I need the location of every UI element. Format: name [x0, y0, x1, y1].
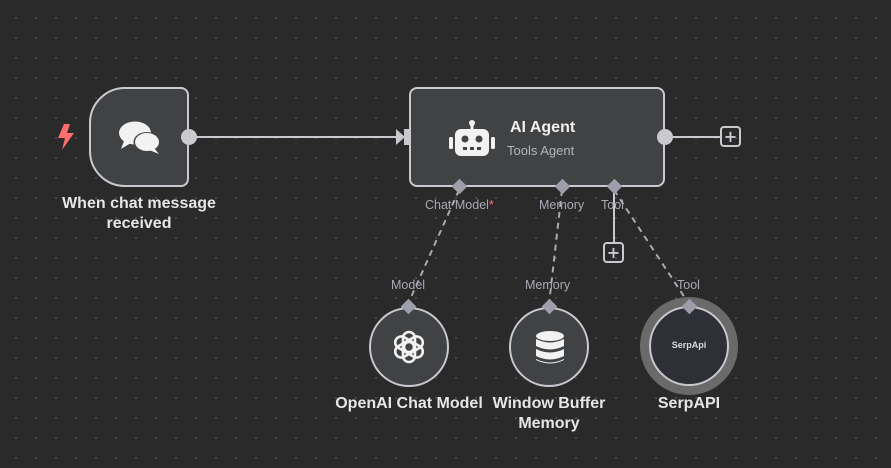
- chat-bubbles-icon: [118, 120, 162, 156]
- trigger-output-handle[interactable]: [181, 129, 197, 145]
- add-node-after-agent-button[interactable]: +: [720, 126, 741, 147]
- database-icon: [535, 330, 565, 366]
- port-chat-model-label: Chat Model*: [425, 198, 494, 212]
- serpapi-node[interactable]: SerpApi: [649, 306, 729, 386]
- trigger-bolt-icon: [58, 124, 74, 150]
- required-marker: *: [488, 198, 494, 212]
- agent-subtitle: Tools Agent: [507, 143, 575, 158]
- agent-title: AI Agent: [510, 119, 576, 136]
- chat-trigger-node[interactable]: [89, 87, 189, 187]
- window-buffer-memory-node[interactable]: [509, 307, 589, 387]
- openai-chat-model-node[interactable]: [369, 307, 449, 387]
- trigger-node-label: When chat message received: [62, 195, 216, 232]
- serpapi-logo: SerpApi: [671, 340, 707, 350]
- openai-node-label: OpenAI Chat Model: [335, 395, 483, 412]
- memory-node-label: Window Buffer Memory: [492, 395, 606, 432]
- connection-tool-dashed[interactable]: [613, 189, 690, 305]
- ai-agent-node[interactable]: AI Agent Tools Agent: [409, 87, 665, 187]
- serpapi-node-label: SerpAPI: [657, 395, 721, 412]
- chat-model-text: Chat Model: [425, 198, 489, 212]
- agent-input-handle[interactable]: [396, 129, 410, 145]
- port-tool-label: Tool: [601, 198, 624, 212]
- serpapi-input-label: Tool: [677, 278, 700, 292]
- add-tool-button[interactable]: +: [603, 242, 624, 263]
- connection-memory-dashed[interactable]: [548, 189, 563, 305]
- agent-output-handle[interactable]: [657, 129, 673, 145]
- port-memory-label: Memory: [539, 198, 585, 212]
- memory-input-label: Memory: [525, 278, 571, 292]
- openai-input-label: Model: [391, 278, 426, 292]
- robot-icon: [449, 120, 495, 158]
- connection-model-dashed[interactable]: [407, 189, 460, 305]
- openai-icon: [391, 329, 427, 365]
